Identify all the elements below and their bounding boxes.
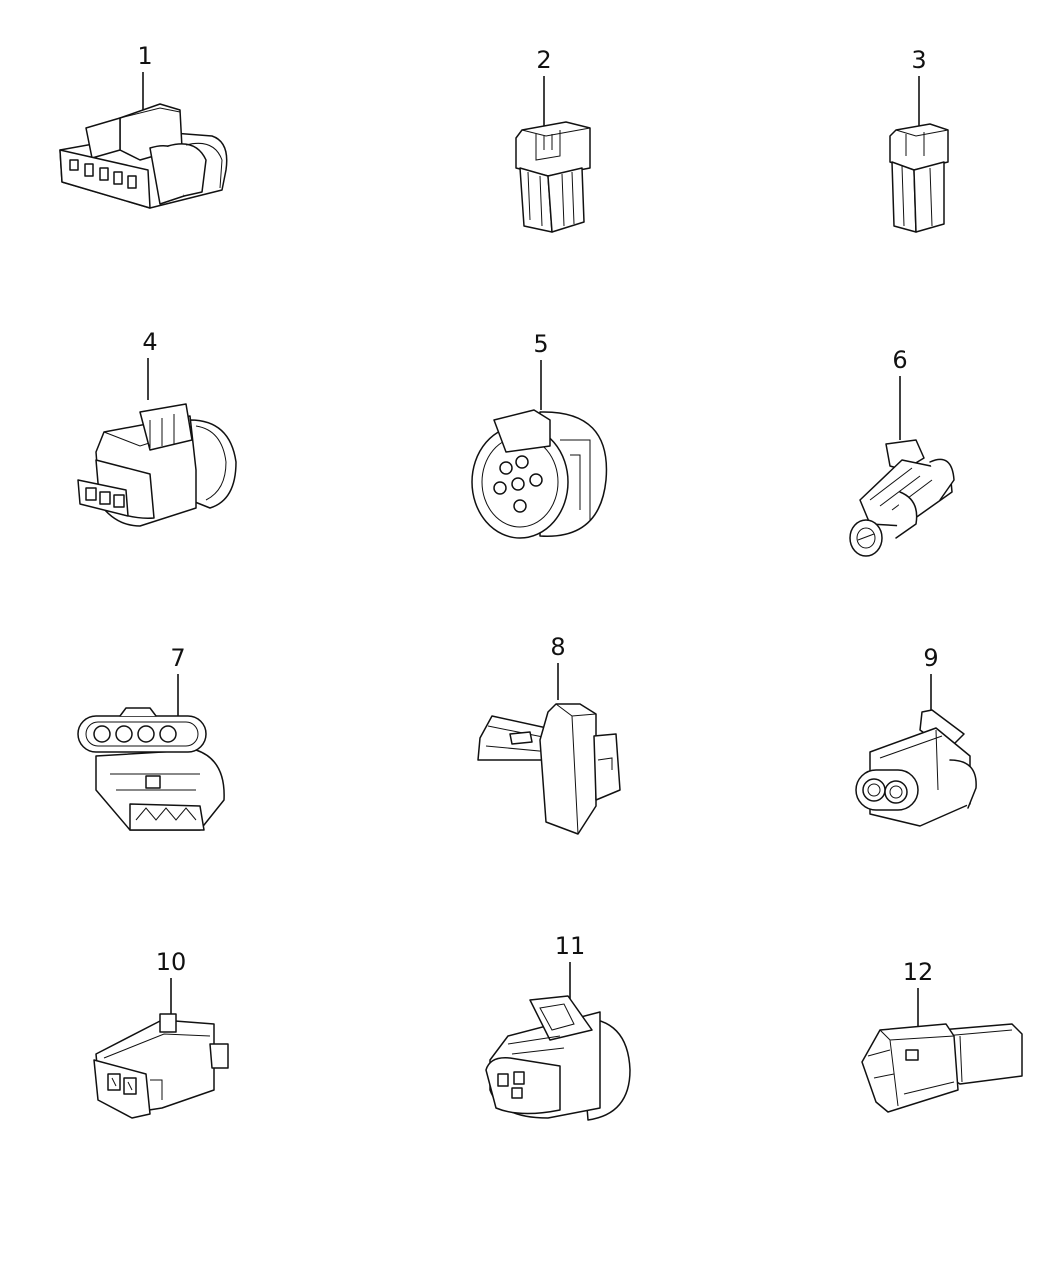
part-3: 3	[889, 46, 949, 233]
part-2: 2	[515, 46, 591, 233]
callout-6-label: 6	[892, 346, 907, 374]
part-11: 11	[485, 932, 631, 1121]
part-12: 12	[861, 958, 1023, 1113]
connector-12-drawing	[861, 1023, 1023, 1113]
connector-1-drawing	[59, 103, 228, 209]
part-4: 4	[77, 328, 237, 527]
callout-12-label: 12	[903, 958, 934, 986]
connector-6-drawing	[849, 439, 955, 557]
callout-9-label: 9	[923, 644, 938, 672]
callout-2-label: 2	[536, 46, 551, 74]
callout-3-label: 3	[911, 46, 926, 74]
connector-3-drawing	[889, 123, 949, 233]
callout-11-label: 11	[555, 932, 586, 960]
callout-8-label: 8	[550, 633, 565, 661]
part-6: 6	[849, 346, 955, 557]
connector-5-drawing	[471, 409, 608, 539]
part-1: 1	[59, 42, 228, 209]
connector-7-drawing	[77, 707, 225, 831]
connector-10-drawing	[93, 1013, 229, 1119]
part-5: 5	[471, 330, 608, 539]
part-9: 9	[855, 644, 977, 827]
callout-10-label: 10	[156, 948, 187, 976]
callout-4-label: 4	[142, 328, 157, 356]
part-8: 8	[477, 633, 621, 835]
callout-1-label: 1	[137, 42, 152, 70]
connector-4-drawing	[77, 403, 237, 527]
connector-11-drawing	[485, 995, 631, 1121]
connector-2-drawing	[515, 121, 591, 233]
callout-7-label: 7	[170, 644, 185, 672]
connector-8-drawing	[477, 703, 621, 835]
connector-9-drawing	[855, 709, 977, 827]
part-10: 10	[93, 948, 229, 1119]
part-7: 7	[77, 644, 225, 831]
callout-5-label: 5	[533, 330, 548, 358]
